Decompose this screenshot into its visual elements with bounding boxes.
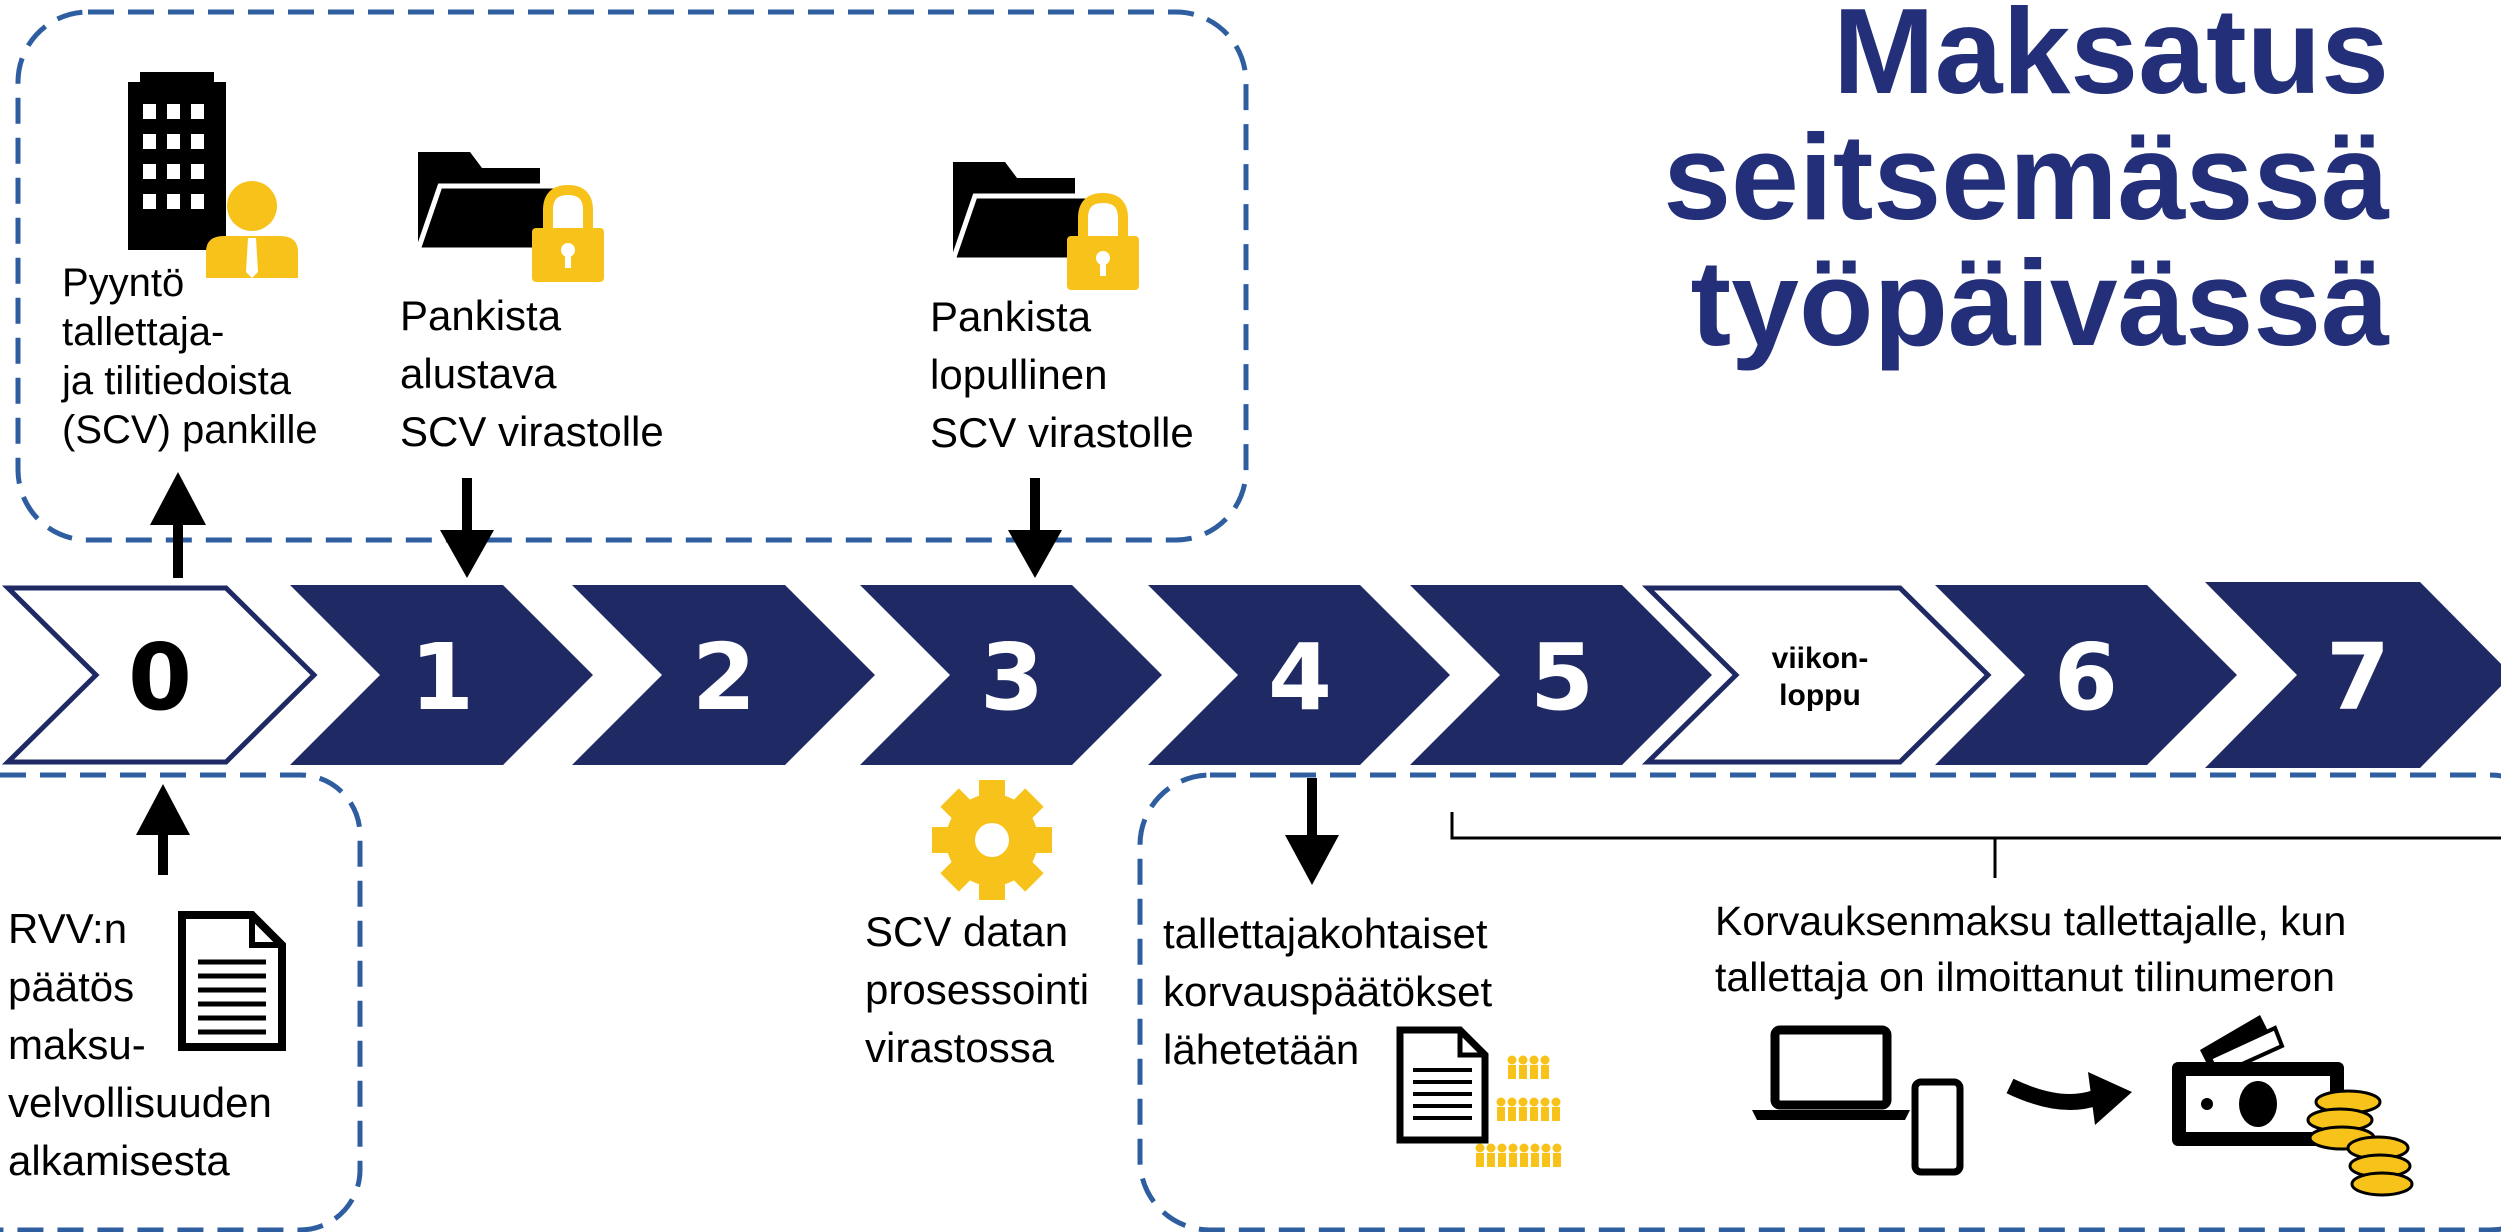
brace xyxy=(1450,812,2501,878)
request-line-3: ja tilitiedoista xyxy=(62,359,292,403)
step-chevron-0 xyxy=(1,585,318,765)
step-label-0: 0 xyxy=(128,624,192,731)
step-chevron-3 xyxy=(860,585,1162,765)
step-chevron-weekend xyxy=(1641,585,1992,765)
payment-text: Korvauksenmaksu tallettajalle, kun talle… xyxy=(1715,893,2346,1005)
step-chevron-7 xyxy=(2205,582,2501,768)
request-line-1: Pyyntö xyxy=(62,261,185,305)
final-line-1: Pankista xyxy=(930,293,1092,340)
step-label-7: 7 xyxy=(2326,624,2390,731)
down-arrow-icon xyxy=(440,478,494,578)
request-line-4: (SCV) pankille xyxy=(62,408,318,452)
top-group-box xyxy=(15,9,1249,543)
payment-line-2: tallettaja on ilmoittanut tilinumeron xyxy=(1715,954,2335,1000)
step-label-3: 3 xyxy=(980,624,1044,731)
step-label-weekend-2: loppu xyxy=(1779,679,1861,712)
step-label-6: 6 xyxy=(2054,624,2118,731)
decisions-sent-text: tallettajakohtaiset korvauspäätökset läh… xyxy=(1163,905,1492,1079)
office-building-person-icon xyxy=(128,72,298,278)
title-line-1: Maksatus xyxy=(1832,0,2389,119)
up-arrow-icon xyxy=(150,472,206,578)
processing-line-3: virastossa xyxy=(865,1024,1055,1071)
bottom-left-group-box xyxy=(0,772,363,1232)
up-arrow-icon xyxy=(136,784,190,875)
processing-line-2: prosessointi xyxy=(865,966,1090,1013)
down-arrow-icon xyxy=(1008,478,1062,578)
preliminary-scv-text: Pankista alustava SCV virastolle xyxy=(400,287,664,461)
step-chevron-6 xyxy=(1935,585,2237,765)
document-icon xyxy=(178,911,286,1051)
decision-line-5: alkamisesta xyxy=(8,1137,230,1184)
locked-folder-icon xyxy=(949,162,1139,290)
step-chevron-1 xyxy=(290,585,593,765)
decisions-sent-line-1: tallettajakohtaiset xyxy=(1163,910,1488,957)
preliminary-line-2: alustava xyxy=(400,350,557,397)
down-arrow-icon xyxy=(1285,778,1339,885)
processing-line-1: SCV datan xyxy=(865,908,1069,955)
decision-text: RVV:n päätös maksu- velvollisuuden alkam… xyxy=(8,900,272,1190)
curved-arrow-icon xyxy=(2006,1072,2132,1125)
step-chevron-5 xyxy=(1410,585,1712,765)
step-label-weekend-1: viikon- xyxy=(1772,642,1869,675)
request-text: Pyyntö tallettaja- ja tilitiedoista (SCV… xyxy=(62,259,318,455)
decision-line-2: päätös xyxy=(8,963,135,1010)
title-line-2: seitsemässä xyxy=(1663,109,2389,245)
locked-folder-icon xyxy=(414,152,604,282)
step-chevron-4 xyxy=(1148,585,1450,765)
decision-line-4: velvollisuuden xyxy=(8,1079,272,1126)
request-line-2: tallettaja- xyxy=(62,310,225,354)
step-label-4: 4 xyxy=(1268,624,1332,731)
step-label-5: 5 xyxy=(1530,624,1594,731)
decision-line-1: RVV:n xyxy=(8,905,128,952)
final-scv-text: Pankista lopullinen SCV virastolle xyxy=(930,288,1194,462)
step-label-2: 2 xyxy=(692,624,756,731)
preliminary-line-3: SCV virastolle xyxy=(400,408,664,455)
processing-text: SCV datan prosessointi virastossa xyxy=(865,903,1089,1077)
decisions-sent-line-2: korvauspäätökset xyxy=(1163,968,1493,1015)
step-label-1: 1 xyxy=(410,624,474,731)
decisions-sent-line-3: lähetetään xyxy=(1163,1026,1360,1073)
preliminary-line-1: Pankista xyxy=(400,292,562,339)
phone-icon xyxy=(1911,1078,1964,1176)
payment-line-1: Korvauksenmaksu tallettajalle, kun xyxy=(1715,898,2347,944)
step-chevron-2 xyxy=(572,585,875,765)
final-line-3: SCV virastolle xyxy=(930,409,1194,456)
gear-icon xyxy=(932,780,1052,900)
bottom-right-group-box xyxy=(1137,772,2501,1232)
wallet-coins-icon xyxy=(2172,1015,2414,1197)
title-line-3: työpäivässä xyxy=(1690,235,2389,371)
document-people-icon xyxy=(1396,1026,1562,1167)
laptop-icon xyxy=(1752,1025,1910,1120)
page-title: Maksatus seitsemässä työpäivässä xyxy=(1663,0,2389,366)
final-line-2: lopullinen xyxy=(930,351,1108,398)
decision-line-3: maksu- xyxy=(8,1021,146,1068)
